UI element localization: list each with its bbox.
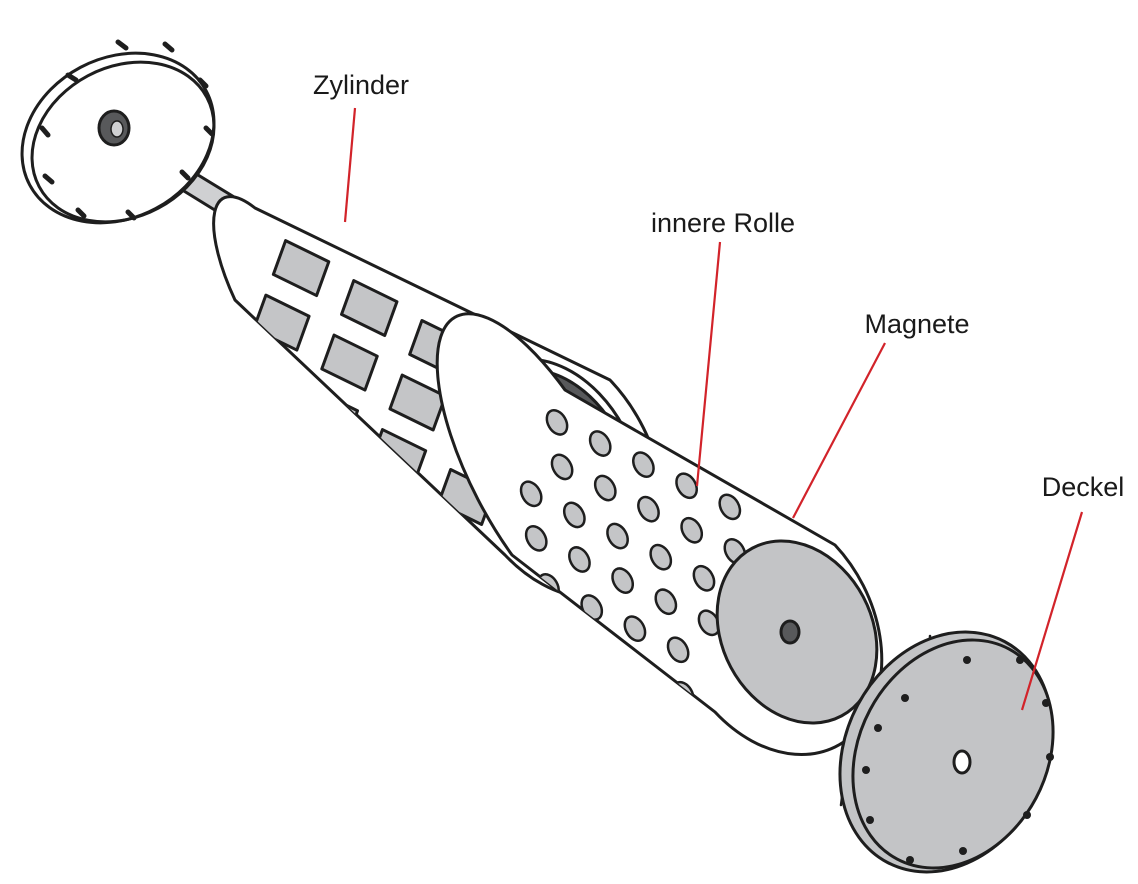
magnet <box>666 636 690 664</box>
leader-lines <box>343 107 1084 711</box>
cylinder-window <box>397 577 456 598</box>
leader-magnete <box>792 342 886 519</box>
magnet <box>632 451 655 479</box>
label-magnete: Magnete <box>864 309 969 339</box>
magnet <box>680 516 704 544</box>
magnet <box>542 617 565 645</box>
magnet <box>519 480 543 508</box>
magnet <box>593 474 617 502</box>
left-end-disc <box>20 39 216 225</box>
magnet <box>545 409 569 436</box>
leader-zylinder <box>343 107 357 223</box>
magnet <box>623 615 647 643</box>
magnet <box>649 543 673 571</box>
cylinder-window <box>417 522 476 581</box>
magnet <box>499 596 522 624</box>
label-innere-rolle: innere Rolle <box>651 208 795 238</box>
label-deckel: Deckel <box>1042 472 1125 502</box>
magnet <box>562 501 586 529</box>
labels: Zylinder innere Rolle Magnete Deckel <box>313 70 1124 502</box>
lid-rim-holes <box>862 656 1054 864</box>
cylinder-window <box>388 373 447 432</box>
cylinder-window <box>232 348 291 407</box>
magnet <box>718 493 742 521</box>
cylinder-window <box>340 279 399 338</box>
magnet <box>568 546 591 573</box>
leader-deckel <box>1020 511 1084 711</box>
cylinder-window <box>349 482 408 541</box>
cylinder-window <box>213 457 252 516</box>
inner-roller-axle-hole <box>779 619 801 645</box>
cylinder-window <box>261 497 320 556</box>
cylinder-window <box>329 537 388 596</box>
magnet <box>524 524 548 552</box>
left-disc-slots <box>39 39 215 221</box>
magnet <box>606 522 629 550</box>
lid-center-hole <box>952 749 972 775</box>
magnet <box>654 588 678 616</box>
lid <box>838 630 1055 874</box>
cylinder-window <box>320 333 379 392</box>
cylinder-window <box>271 239 331 298</box>
magnet <box>692 564 716 592</box>
label-zylinder: Zylinder <box>313 70 409 100</box>
magnet <box>675 472 698 500</box>
cylinder-window <box>252 293 311 352</box>
cylinder-window <box>280 442 340 501</box>
magnet <box>611 567 635 594</box>
magnet <box>550 453 574 481</box>
magnet <box>585 638 609 666</box>
magnet <box>588 430 612 457</box>
inner-roller <box>435 312 884 757</box>
magnet <box>637 495 660 523</box>
cylinder-window <box>213 402 272 461</box>
leader-innere-rolle <box>695 241 722 487</box>
